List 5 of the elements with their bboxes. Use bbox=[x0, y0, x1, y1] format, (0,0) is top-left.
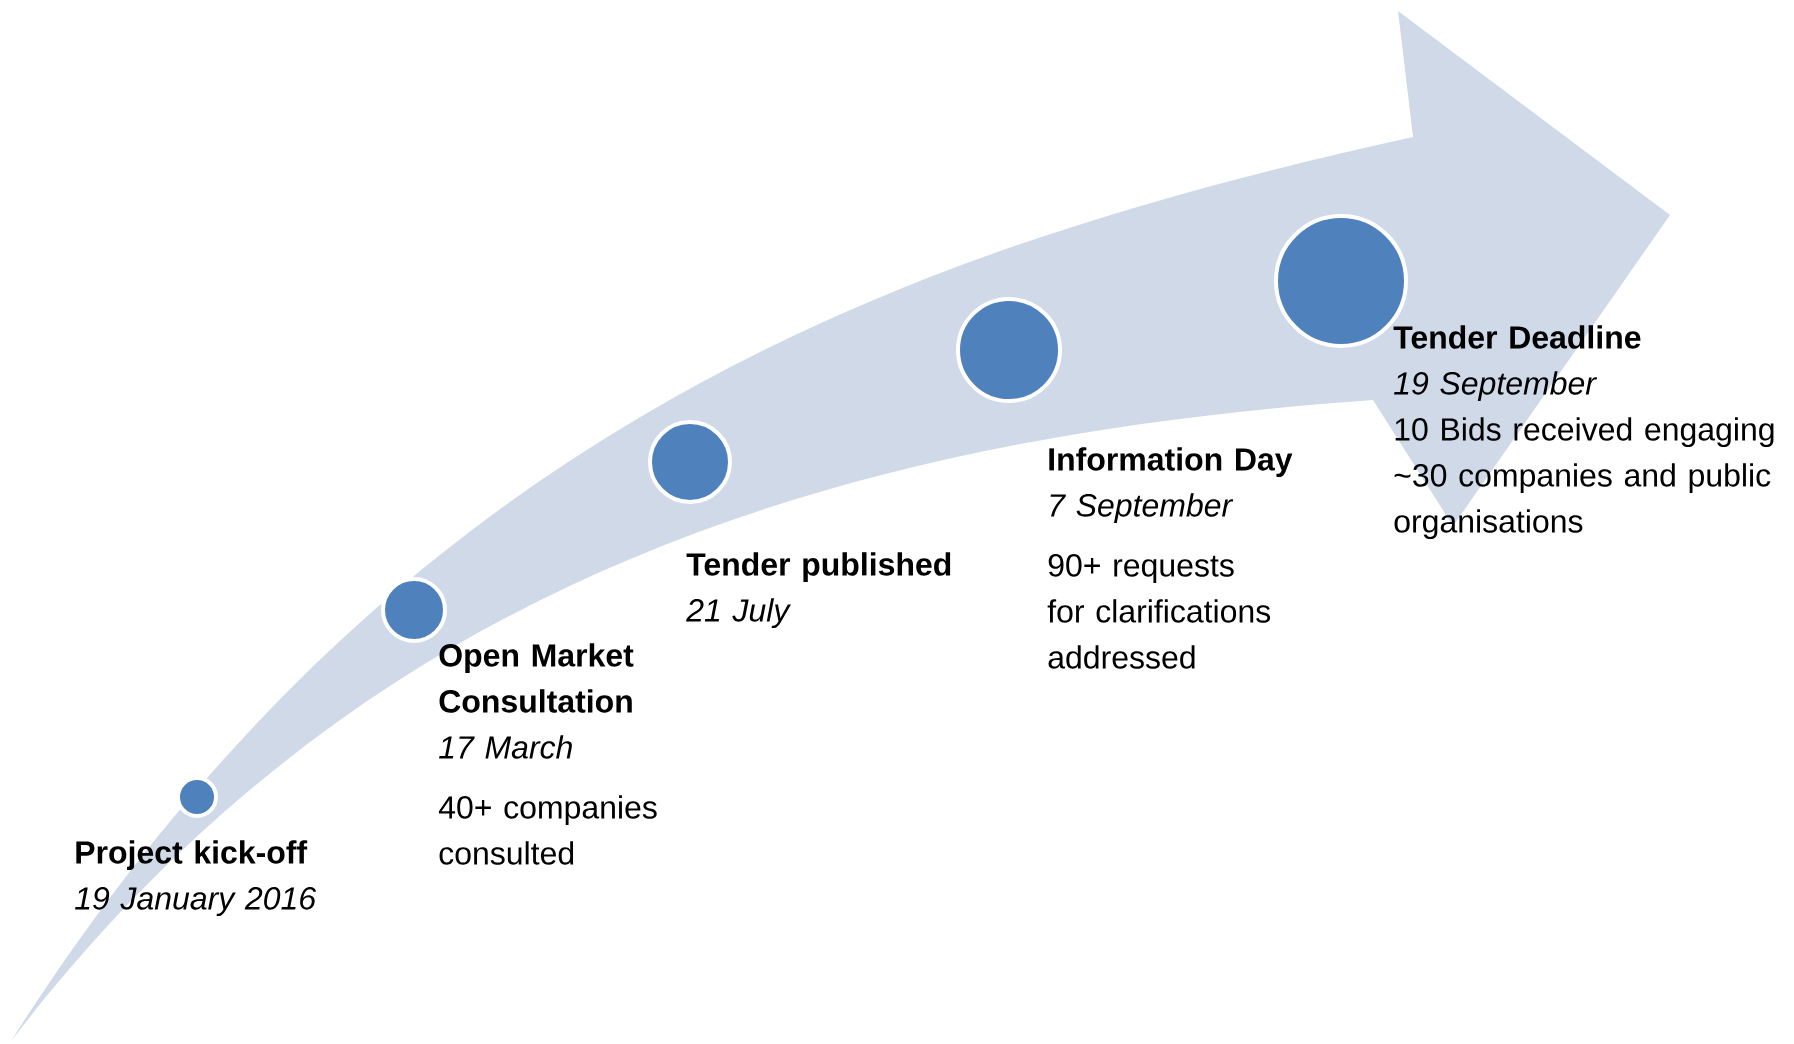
milestone-label: Open Market Consultation 17 March 40+ companies consulted bbox=[438, 643, 657, 865]
milestone-label: Project kick-off 19 January 2016 bbox=[75, 840, 317, 916]
milestone-label: Tender Deadline 19 September 10 Bids received engaging ~30 companies and public organisations bbox=[1393, 325, 1774, 539]
milestone-label: Tender published 21 July bbox=[686, 552, 951, 628]
milestone-label: Information Day 7 September 90+ requests for clarifications addressed bbox=[1047, 447, 1293, 669]
